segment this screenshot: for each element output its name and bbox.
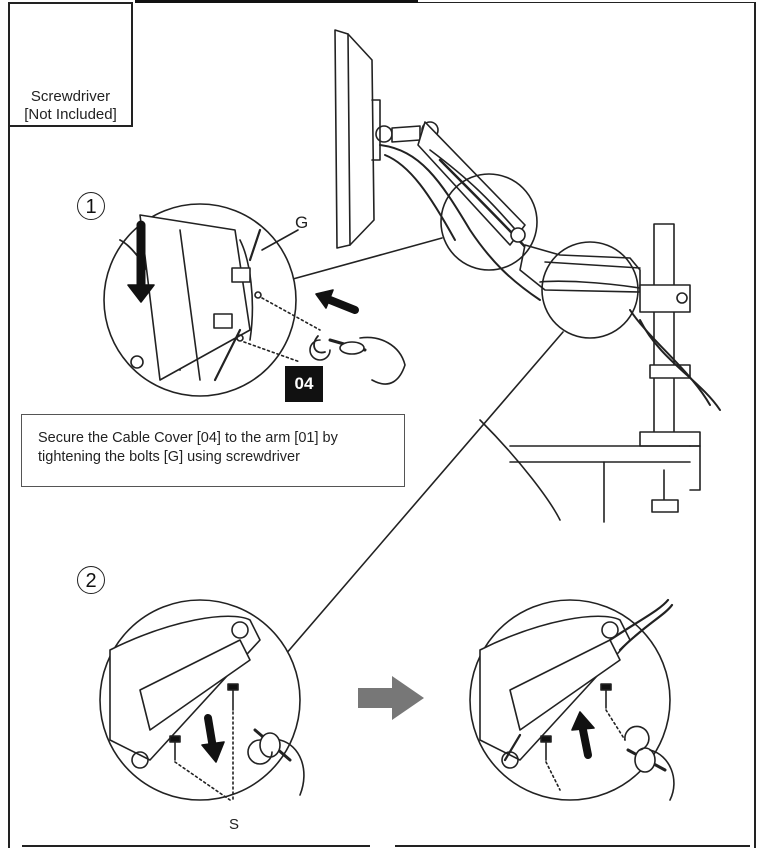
step-number-2: 2	[77, 566, 105, 594]
instruction-box: Secure the Cable Cover [04] to the arm […	[21, 414, 405, 487]
header-line	[418, 2, 756, 3]
step1-detail-drawing	[103, 203, 406, 397]
next-arrow-icon	[358, 676, 424, 720]
tool-note: [Not Included]	[24, 106, 117, 123]
screw-label: S	[229, 816, 240, 833]
desk-drawing	[479, 419, 691, 523]
step-number-1: 1	[77, 192, 105, 220]
pole-drawing	[629, 223, 721, 513]
tool-name: Screwdriver	[30, 88, 111, 105]
arm-drawing	[391, 121, 641, 293]
part-tag: 04	[285, 366, 323, 402]
bolt-label: G	[295, 213, 309, 232]
instruction-line-1: Secure the Cable Cover [04] to the arm […	[38, 430, 338, 446]
tool-box: Screwdriver [Not Included]	[8, 2, 133, 127]
step2-left-detail-drawing	[99, 599, 305, 801]
monitor-drawing	[334, 29, 393, 249]
header-bar	[135, 0, 418, 3]
bottom-line-left	[22, 845, 370, 847]
instruction-line-2: tightening the bolts [G] using screwdriv…	[38, 449, 300, 465]
page-frame	[8, 2, 756, 848]
bottom-line-right	[395, 845, 750, 847]
step2-right-detail-drawing	[469, 598, 675, 801]
